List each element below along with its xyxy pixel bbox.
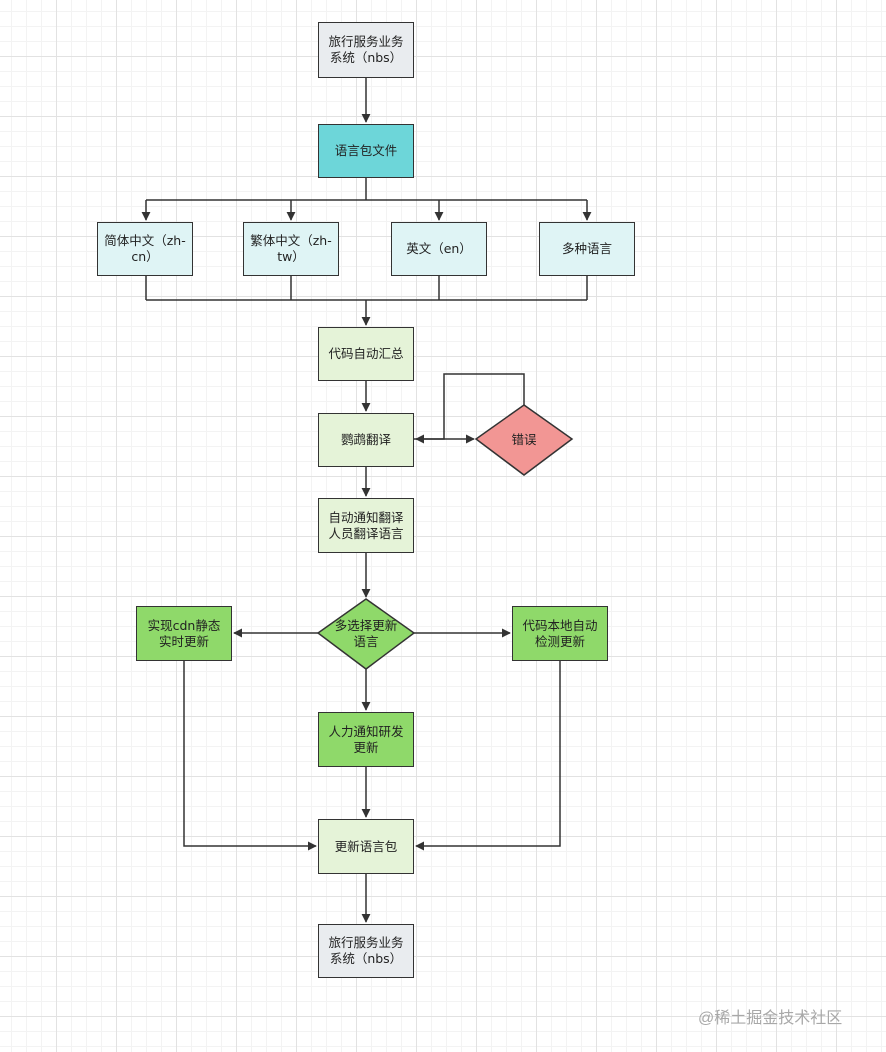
lang-zh-cn-node: 简体中文（zh-cn）: [97, 222, 193, 276]
lang-zh-cn-label: 简体中文（zh-cn）: [104, 233, 186, 264]
lang-zh-tw-label: 繁体中文（zh-tw）: [250, 233, 332, 264]
lang-multi-node: 多种语言: [539, 222, 635, 276]
update-pack-node: 更新语言包: [318, 819, 414, 874]
translate-node: 鹦鹉翻译: [318, 413, 414, 467]
notify-translators-label: 自动通知翻译人员翻译语言: [328, 509, 404, 541]
error-diamond: [474, 404, 574, 476]
lang-en-node: 英文（en）: [391, 222, 487, 276]
cdn-update-label: 实现cdn静态实时更新: [147, 617, 221, 649]
system-bottom-label: 旅行服务业务系统（nbs）: [328, 935, 404, 966]
auto-collect-label: 代码自动汇总: [328, 346, 404, 361]
notify-translators-node: 自动通知翻译人员翻译语言: [318, 498, 414, 553]
watermark-text: @稀土掘金技术社区: [698, 1010, 843, 1027]
choose-update-diamond: [316, 598, 416, 670]
error-diamond-label: 错误: [511, 432, 537, 447]
lang-pack-file-label: 语言包文件: [334, 143, 398, 158]
local-detect-label: 代码本地自动检测更新: [522, 617, 598, 649]
edge-cdn-to-update: [183, 661, 317, 851]
choose-update-diamond-label: 多选择更新语言: [334, 618, 398, 649]
system-top-label: 旅行服务业务系统（nbs）: [328, 34, 404, 65]
lang-zh-tw-node: 繁体中文（zh-tw）: [243, 222, 339, 276]
lang-pack-file-node: 语言包文件: [318, 124, 414, 178]
system-bottom-node: 旅行服务业务系统（nbs）: [318, 924, 414, 978]
cdn-update-node: 实现cdn静态实时更新: [136, 606, 232, 661]
edge-error-loop: [415, 373, 525, 444]
update-pack-label: 更新语言包: [334, 838, 398, 854]
auto-collect-node: 代码自动汇总: [318, 327, 414, 381]
manual-notify-label: 人力通知研发更新: [328, 723, 404, 755]
edge-local-to-update: [415, 661, 561, 851]
local-detect-node: 代码本地自动检测更新: [512, 606, 608, 661]
manual-notify-node: 人力通知研发更新: [318, 712, 414, 767]
lang-multi-label: 多种语言: [561, 241, 612, 256]
system-top-node: 旅行服务业务系统（nbs）: [318, 22, 414, 78]
translate-label: 鹦鹉翻译: [340, 432, 391, 447]
lang-en-label: 英文（en）: [406, 241, 472, 256]
